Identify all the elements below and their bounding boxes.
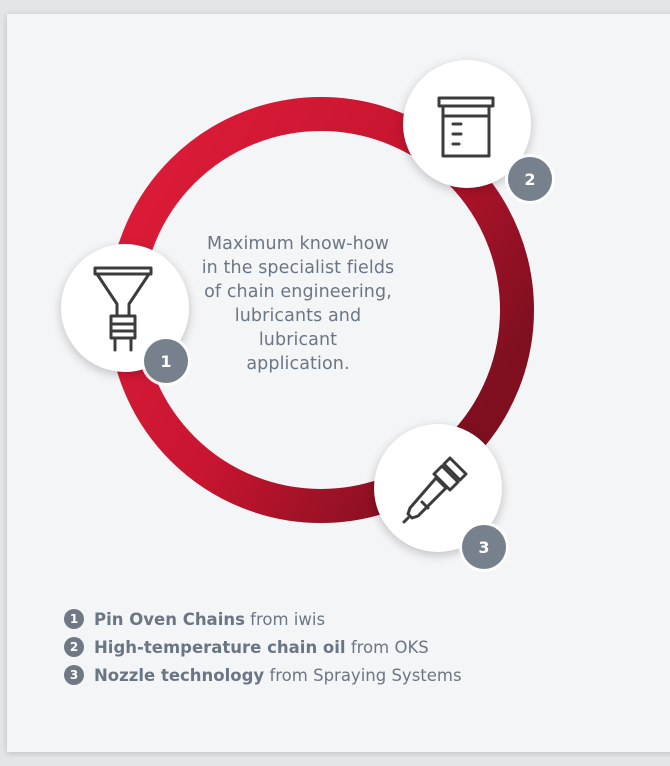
container-jar-icon <box>437 96 495 158</box>
infographic-card <box>7 14 670 752</box>
dropper-pipette-icon <box>402 456 468 524</box>
node-1-badge: 1 <box>144 339 188 383</box>
center-statement: Maximum know-how in the specialist field… <box>201 234 395 374</box>
legend-number-3: 3 <box>64 665 84 685</box>
legend-item-2: 2 High-temperature chain oil from OKS <box>64 634 462 660</box>
node-2-badge: 2 <box>508 157 552 201</box>
legend-source-3: from Spraying Systems <box>264 665 462 685</box>
legend-title-2: High-temperature chain oil <box>94 637 346 657</box>
legend-title-3: Nozzle technology <box>94 665 265 685</box>
legend-item-3: 3 Nozzle technology from Spraying System… <box>64 662 462 688</box>
legend-number-2: 2 <box>64 637 84 657</box>
node-3-badge: 3 <box>462 525 506 569</box>
legend-source-1: from iwis <box>244 609 326 629</box>
funnel-plug-icon <box>93 266 153 352</box>
legend-item-1: 1 Pin Oven Chains from iwis <box>64 606 462 632</box>
node-1 <box>61 244 189 372</box>
node-2 <box>403 60 531 188</box>
legend-source-2: from OKS <box>345 637 429 657</box>
legend-title-1: Pin Oven Chains <box>94 609 245 629</box>
legend-number-1: 1 <box>64 609 84 629</box>
legend: 1 Pin Oven Chains from iwis 2 High-tempe… <box>64 606 462 690</box>
